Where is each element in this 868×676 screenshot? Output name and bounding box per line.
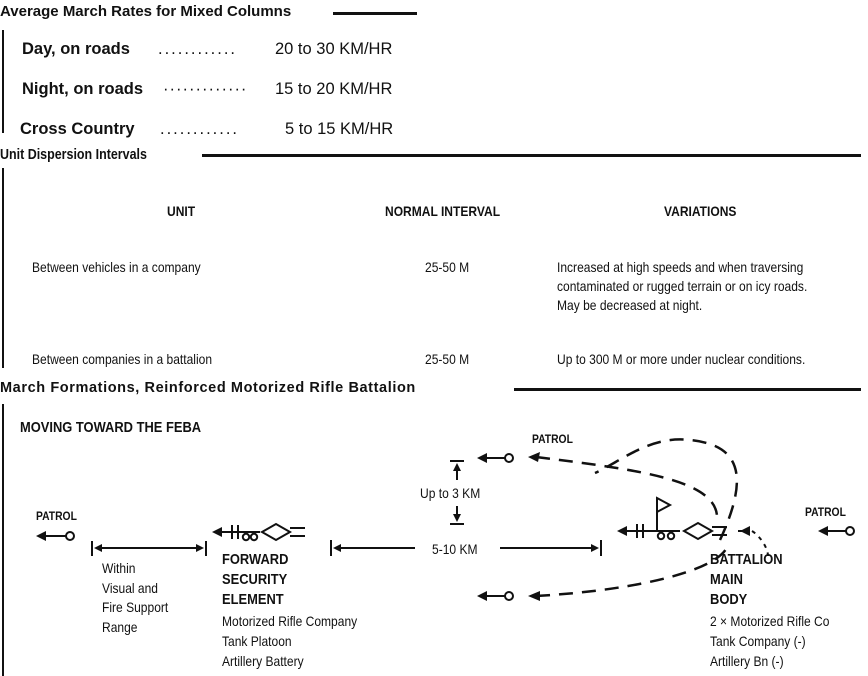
forward-unit-3: Artillery Battery <box>222 653 304 669</box>
rate-label-day: Day, on roads <box>22 40 130 58</box>
patrol-bottom-symbol <box>477 591 514 601</box>
main-body-symbol <box>617 496 727 541</box>
rate-leader-cross: ............ <box>160 120 240 138</box>
formations-subtitle: MOVING TOWARD THE FEBA <box>20 419 202 436</box>
dispersion-row-1-variation-2: contaminated or rugged terrain or on icy… <box>557 278 808 294</box>
forward-security-symbol <box>212 522 305 542</box>
forward-unit-2: Tank Platoon <box>222 633 292 649</box>
dispersion-row-2-unit: Between companies in a battalion <box>32 351 213 367</box>
col-header-interval: NORMAL INTERVAL <box>385 203 501 219</box>
within-line-4: Range <box>102 619 138 635</box>
rate-value-night: 15 to 20 KM/HR <box>275 80 393 98</box>
dispersion-title-rule <box>202 154 861 157</box>
formations-left-bar <box>2 404 4 676</box>
forward-name-3: ELEMENT <box>222 591 284 608</box>
up-to-label: Up to 3 KM <box>420 485 481 501</box>
main-unit-1: 2 × Motorized Rifle Co <box>710 613 830 629</box>
dispersion-row-2-variation-1: Up to 300 M or more under nuclear condit… <box>557 351 806 367</box>
up-to-dimension <box>450 460 464 525</box>
within-line-3: Fire Support <box>102 599 169 615</box>
dispersion-row-1-unit: Between vehicles in a company <box>32 259 201 275</box>
formations-title: March Formations, Reinforced Motorized R… <box>0 380 416 396</box>
within-line-1: Within <box>102 560 136 576</box>
main-unit-3: Artillery Bn (-) <box>710 653 784 669</box>
rate-label-cross: Cross Country <box>20 120 135 138</box>
col-header-variations: VARIATIONS <box>664 203 737 219</box>
patrol-top-label: PATROL <box>532 432 573 446</box>
march-rates-title-rule <box>333 12 417 15</box>
distance-label: 5-10 KM <box>432 541 478 557</box>
patrol-right-label: PATROL <box>805 505 846 519</box>
dispersion-title: Unit Dispersion Intervals <box>0 147 147 163</box>
formations-title-rule <box>514 388 861 391</box>
distance-dimension <box>330 540 602 556</box>
dispersion-row-1-variation-3: May be decreased at night. <box>557 297 703 313</box>
march-rates-left-bar <box>2 30 4 133</box>
patrol-left-label: PATROL <box>36 509 77 523</box>
forward-name-2: SECURITY <box>222 571 288 588</box>
dispersion-left-bar <box>2 168 4 368</box>
main-unit-2: Tank Company (-) <box>710 633 806 649</box>
dispersion-row-1-interval: 25-50 M <box>425 259 470 275</box>
forward-name-1: FORWARD <box>222 551 289 568</box>
within-line-2: Visual and <box>102 580 159 596</box>
march-rates-title: Average March Rates for Mixed Columns <box>0 3 292 20</box>
rate-value-cross: 5 to 15 KM/HR <box>285 120 394 138</box>
rate-leader-night: ············· <box>163 80 248 98</box>
main-name-2: MAIN <box>710 571 743 588</box>
main-name-3: BODY <box>710 591 748 608</box>
within-range-dimension <box>91 541 207 556</box>
forward-unit-1: Motorized Rifle Company <box>222 613 358 629</box>
rate-label-night: Night, on roads <box>22 80 143 98</box>
rate-value-day: 20 to 30 KM/HR <box>275 40 393 58</box>
patrol-routes <box>535 438 739 598</box>
patrol-top-symbol <box>477 453 514 463</box>
patrol-left-symbol <box>36 531 75 541</box>
dispersion-row-2-interval: 25-50 M <box>425 351 470 367</box>
rate-leader-day: ............ <box>158 40 238 58</box>
patrol-right-symbol <box>818 526 855 536</box>
col-header-unit: UNIT <box>167 203 196 219</box>
dispersion-row-1-variation-1: Increased at high speeds and when traver… <box>557 259 804 275</box>
main-name-1: BATTALION <box>710 551 783 568</box>
